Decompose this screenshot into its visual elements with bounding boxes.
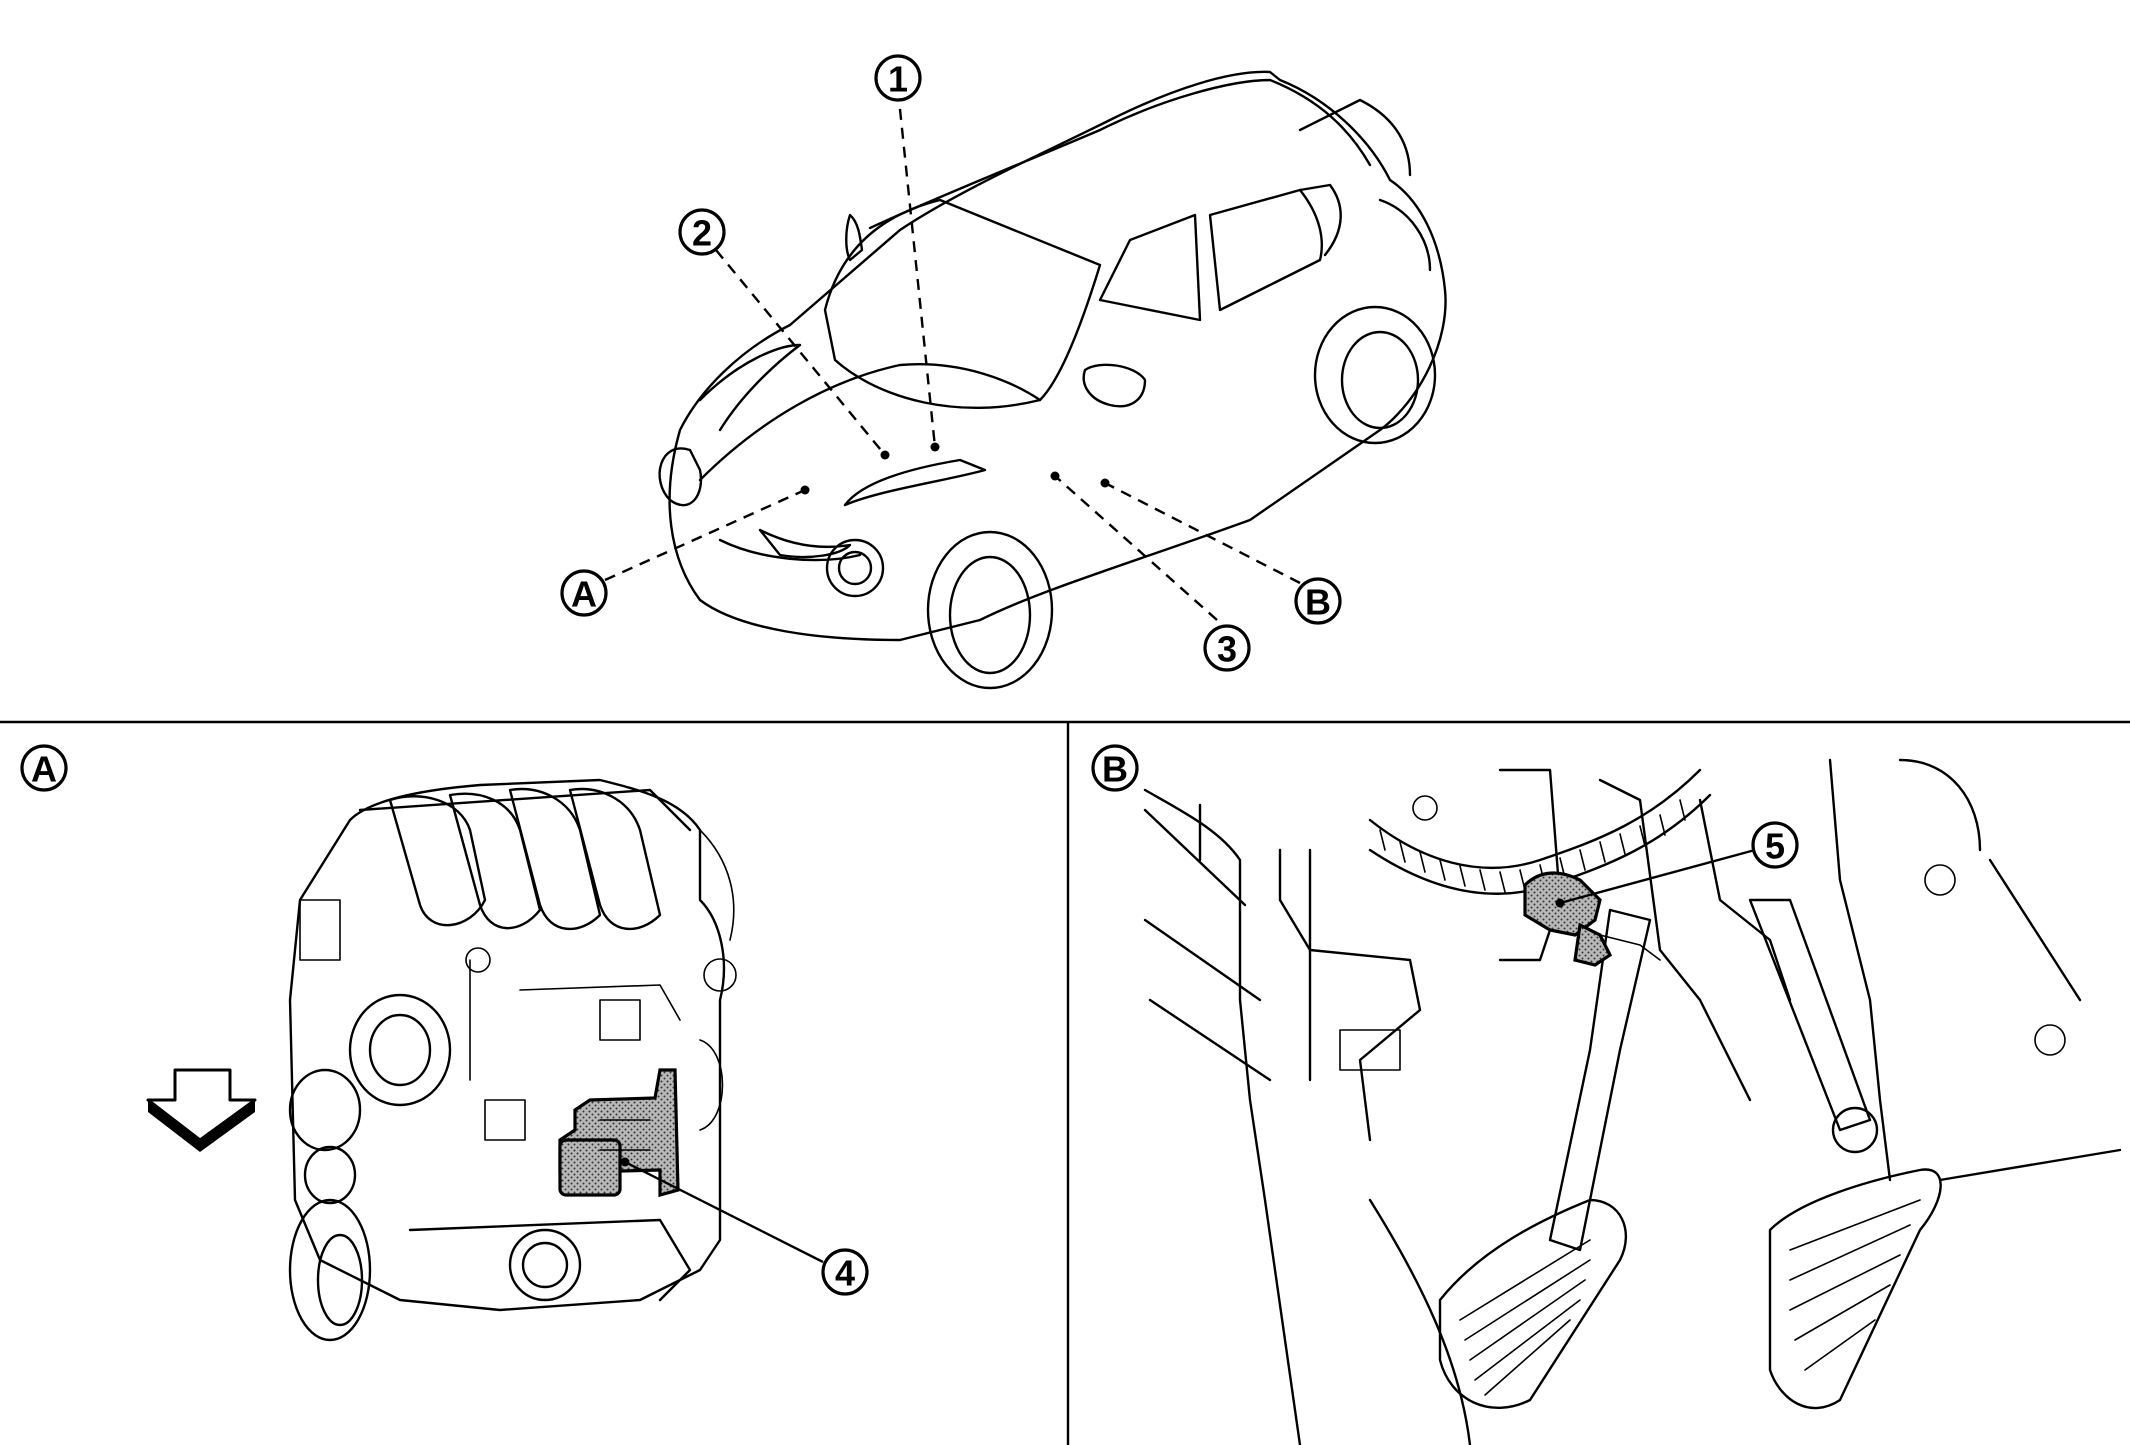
- starter-motor: [558, 1068, 680, 1198]
- callout-view-a-overview-label: A: [571, 574, 597, 615]
- engine-illustration: [288, 778, 737, 1342]
- callout-part-3: 3: [1203, 624, 1251, 672]
- panel-a-label: A: [31, 749, 57, 790]
- overview-leaders: [604, 89, 1301, 621]
- callout-part-1-label: 1: [888, 59, 908, 100]
- callout-part-4: 4: [821, 1248, 869, 1296]
- panel-b-view-label: B: [1091, 744, 1139, 792]
- callout-view-b-overview: B: [1294, 577, 1342, 625]
- callout-part-2-label: 2: [692, 213, 712, 254]
- callout-view-a-overview: A: [560, 569, 608, 617]
- panel-a-view-label: A: [20, 744, 68, 792]
- pedal-leader: [1555, 848, 1756, 908]
- callout-part-4-label: 4: [835, 1253, 855, 1294]
- vehicle-overview: [658, 70, 1447, 690]
- callout-part-5-label: 5: [1765, 826, 1785, 867]
- pedal-area-illustration: [1143, 758, 2122, 1445]
- callout-part-2: 2: [678, 208, 726, 256]
- panel-b-label: B: [1102, 749, 1128, 790]
- callout-view-b-overview-label: B: [1305, 582, 1331, 623]
- stop-lamp-switch: [1523, 871, 1661, 967]
- callout-part-3-label: 3: [1217, 629, 1237, 670]
- down-arrow-icon: [146, 1068, 257, 1152]
- callout-part-5: 5: [1751, 821, 1799, 869]
- engine-leader: [620, 1157, 824, 1264]
- callout-part-1: 1: [874, 54, 922, 102]
